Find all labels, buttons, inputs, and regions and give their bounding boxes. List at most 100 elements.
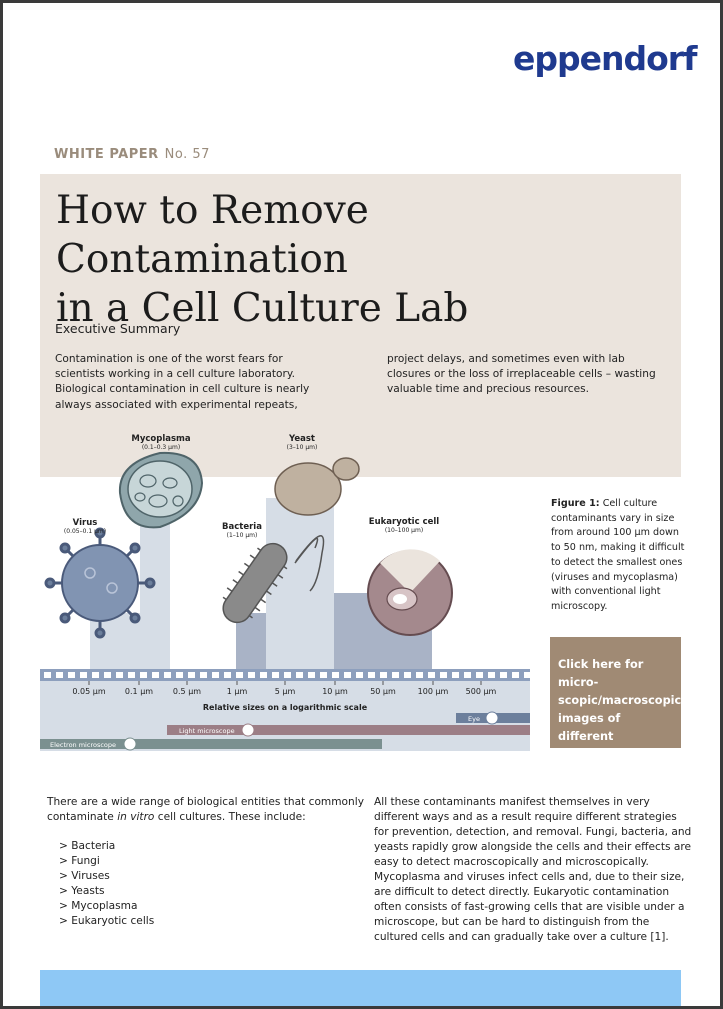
body-left-intro: There are a wide range of biological ent… bbox=[47, 795, 367, 825]
light-microscope-bar bbox=[167, 725, 530, 735]
bacteria-icon bbox=[222, 535, 325, 624]
footer-banner bbox=[40, 970, 681, 1006]
electron-microscope-icon bbox=[123, 737, 137, 751]
contamination-images-link[interactable]: Click here for micro-scopic/macroscopic … bbox=[550, 637, 681, 779]
series-label: WHITE PAPER No. 57 bbox=[54, 147, 210, 162]
scale-dash bbox=[416, 672, 423, 678]
scale-dash bbox=[224, 672, 231, 678]
scale-label: Relative sizes on a logarithmic scale bbox=[203, 703, 368, 712]
scale-dash bbox=[164, 672, 171, 678]
scale-tick-label: 0.05 µm bbox=[72, 687, 105, 696]
eppendorf-logo[interactable]: eppendorf bbox=[513, 39, 697, 78]
scale-dash bbox=[308, 672, 315, 678]
virus-icon bbox=[44, 527, 156, 639]
scale-dash bbox=[296, 672, 303, 678]
scale-dash bbox=[488, 672, 495, 678]
yeast-column bbox=[266, 498, 334, 669]
scale-dash bbox=[200, 672, 207, 678]
contaminant-list: > Bacteria > Fungi > Viruses > Yeasts > … bbox=[59, 839, 154, 929]
eye-label: Eye bbox=[468, 715, 480, 723]
scale-tick-label: 0.5 µm bbox=[173, 687, 201, 696]
figure-caption-text: Cell culture contaminants vary in size f… bbox=[551, 498, 685, 612]
scale-tick-label: 500 µm bbox=[466, 687, 497, 696]
electron-microscope-bar bbox=[40, 739, 382, 749]
intro-text-italic: in vitro bbox=[117, 811, 155, 823]
list-item: > Bacteria bbox=[59, 840, 116, 852]
scale-tick-label: 1 µm bbox=[227, 687, 248, 696]
scale-ticks: 0.05 µm 0.1 µm 0.5 µm 1 µm 5 µm 10 µm 50 µm 100… bbox=[72, 681, 497, 696]
yeast-label: Yeast bbox=[288, 434, 315, 444]
scale-dash bbox=[500, 672, 507, 678]
scale-tick-label: 10 µm bbox=[322, 687, 348, 696]
eukaryotic-cell-icon bbox=[367, 549, 453, 636]
scale-dash bbox=[440, 672, 447, 678]
scale-dash bbox=[116, 672, 123, 678]
scale-dash bbox=[332, 672, 339, 678]
body-right-paragraph: All these contaminants manifest themselv… bbox=[374, 796, 692, 943]
yeast-size: (3–10 µm) bbox=[287, 444, 318, 451]
bacteria-size: (1–10 µm) bbox=[227, 532, 258, 539]
scale-dash bbox=[212, 672, 219, 678]
scale-dash bbox=[392, 672, 399, 678]
figure-caption-label: Figure 1: bbox=[551, 498, 600, 509]
scale-dash bbox=[524, 672, 531, 678]
scale-dash bbox=[272, 672, 279, 678]
intro-text-start: There are a wide range of biological ent… bbox=[47, 796, 364, 823]
scale-dash bbox=[260, 672, 267, 678]
executive-summary-right: project delays, and sometimes even with … bbox=[387, 353, 656, 396]
intro-text-end: cell cultures. These include: bbox=[154, 811, 306, 823]
scale-tick-label: 50 µm bbox=[370, 687, 396, 696]
list-item: > Mycoplasma bbox=[59, 900, 138, 912]
executive-summary-left: Contamination is one of the worst fears … bbox=[55, 353, 310, 411]
scale-dash bbox=[356, 672, 363, 678]
scale-dash bbox=[56, 672, 63, 678]
scale-dash bbox=[104, 672, 111, 678]
mycoplasma-column bbox=[140, 523, 170, 669]
virus-label: Virus bbox=[73, 518, 98, 528]
scale-dash bbox=[476, 672, 483, 678]
scale-dash bbox=[404, 672, 411, 678]
scale-dash bbox=[428, 672, 435, 678]
scale-tick-label: 0.1 µm bbox=[125, 687, 153, 696]
list-item: > Viruses bbox=[59, 870, 110, 882]
eukaryotic-size: (10–100 µm) bbox=[385, 527, 423, 534]
scale-dash bbox=[140, 672, 147, 678]
list-item: > Yeasts bbox=[59, 885, 105, 897]
scale-dash bbox=[68, 672, 75, 678]
scale-dash bbox=[188, 672, 195, 678]
yeast-icon bbox=[274, 457, 360, 516]
paper-number: No. 57 bbox=[164, 147, 210, 162]
title-line-1: How to Remove Contamination bbox=[56, 188, 369, 282]
scale-dash bbox=[464, 672, 471, 678]
list-item: > Eukaryotic cells bbox=[59, 915, 155, 927]
white-paper-label: WHITE PAPER bbox=[54, 147, 159, 162]
virus-size: (0.05–0.1 µm) bbox=[64, 528, 106, 535]
title-panel: How to Remove Contamination in a Cell Cu… bbox=[40, 174, 681, 477]
scale-dash bbox=[452, 672, 459, 678]
mycoplasma-label: Mycoplasma bbox=[131, 434, 191, 444]
page-title: How to Remove Contamination in a Cell Cu… bbox=[56, 186, 666, 333]
bacteria-label: Bacteria bbox=[222, 522, 262, 532]
light-microscope-icon bbox=[241, 723, 255, 737]
scale-dash bbox=[248, 672, 255, 678]
eye-icon bbox=[485, 711, 499, 725]
scale-dash bbox=[128, 672, 135, 678]
scale-dash bbox=[368, 672, 375, 678]
scale-tick-label: 5 µm bbox=[275, 687, 296, 696]
scale-dash bbox=[344, 672, 351, 678]
executive-summary-heading: Executive Summary bbox=[55, 321, 181, 336]
scale-dash bbox=[152, 672, 159, 678]
scale-dash bbox=[92, 672, 99, 678]
scale-dash bbox=[284, 672, 291, 678]
electron-microscope-label: Electron microscope bbox=[50, 741, 116, 749]
mycoplasma-size: (0.1–0.3 µm) bbox=[142, 444, 180, 451]
mycoplasma-icon bbox=[118, 451, 204, 529]
title-line-2: in a Cell Culture Lab bbox=[56, 286, 469, 331]
scale-dash bbox=[380, 672, 387, 678]
scale-dash bbox=[512, 672, 519, 678]
scale-dash bbox=[80, 672, 87, 678]
list-item: > Fungi bbox=[59, 855, 100, 867]
scale-dash bbox=[236, 672, 243, 678]
contaminant-size-figure: Virus (0.05–0.1 µm) Mycoplasma (0.1–0.3 … bbox=[40, 434, 531, 751]
scale-tick-label: 100 µm bbox=[418, 687, 449, 696]
